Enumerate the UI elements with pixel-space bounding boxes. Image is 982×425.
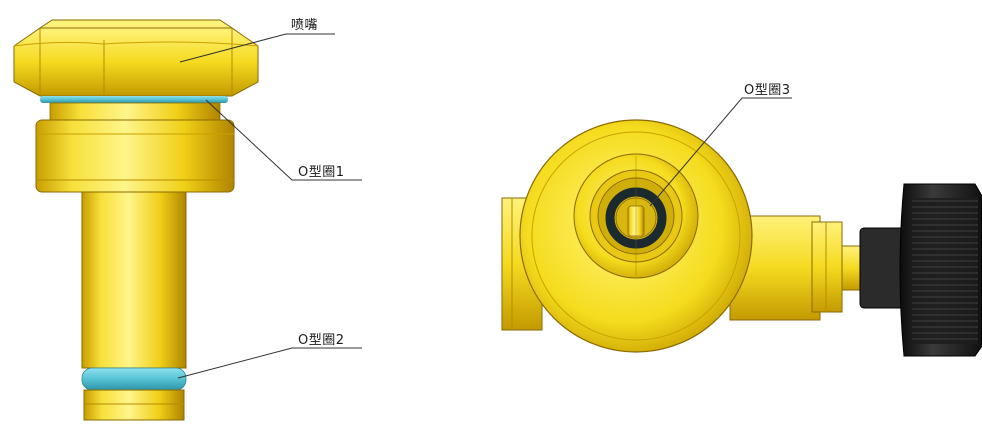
collar — [35, 119, 235, 193]
leader-lines-right — [649, 97, 792, 207]
label-nozzle: 喷嘴 — [291, 18, 319, 33]
hex-nut — [13, 19, 259, 97]
label-o-ring-2: O型圈2 — [298, 333, 345, 348]
valve-assembly — [501, 119, 982, 357]
o-ring-1 — [40, 96, 228, 103]
shaft-tip — [83, 389, 185, 421]
label-o-ring-1: O型圈1 — [298, 165, 345, 180]
o-ring-2 — [81, 367, 187, 391]
nozzle-assembly — [13, 19, 259, 421]
leader-lines-left — [177, 33, 362, 379]
label-o-ring-3: O型圈3 — [744, 83, 791, 98]
shaft — [81, 191, 187, 369]
knurled-knob — [899, 183, 982, 357]
